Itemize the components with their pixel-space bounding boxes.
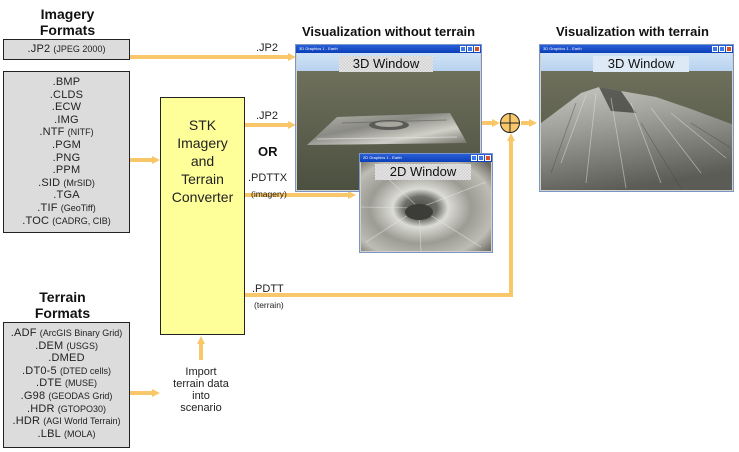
window-titlebar[interactable]: 2D Graphics 1 - Earth [360, 154, 492, 162]
format-item: .IMG [54, 113, 79, 126]
maximize-icon[interactable] [719, 46, 725, 52]
minimize-icon[interactable] [712, 46, 718, 52]
window-3d-with-terrain[interactable]: 3D Graphics 1 - Earth [539, 44, 734, 192]
terrain-formats-box: .ADF (ArcGIS Binary Grid) .DEM (USGS) .D… [3, 322, 130, 448]
label-pdtt: .PDTT [252, 283, 284, 295]
format-item: .G98 (GEODAS Grid) [20, 389, 113, 402]
close-icon[interactable] [485, 155, 491, 161]
format-item: .DT0-5 (DTED cells) [22, 364, 111, 377]
label-import-terrain: Import terrain data into scenario [173, 366, 229, 414]
format-item: .CLDS [49, 88, 84, 101]
format-item: .PGM [52, 138, 81, 151]
title-with-terrain: Visualization with terrain [556, 24, 709, 39]
maximize-icon[interactable] [467, 46, 473, 52]
label-or: OR [258, 144, 278, 159]
terrain-heading-line1: Terrain [39, 289, 86, 305]
terrain-formats-heading: Terrain Formats [0, 289, 125, 321]
close-icon[interactable] [726, 46, 732, 52]
3d-viewport[interactable]: 3D Window [541, 53, 732, 190]
imagery-formats-heading: Imagery Formats [0, 6, 135, 38]
format-item: .TGA [53, 189, 80, 202]
format-item: .HDR (AGI World Terrain) [12, 415, 121, 428]
format-item: .NTF (NITF) [39, 126, 94, 139]
window-titlebar[interactable]: 3D Graphics 1 - Earth [296, 45, 481, 53]
title-without-terrain: Visualization without terrain [302, 24, 476, 39]
format-item: .HDR (GTOPO30) [26, 402, 107, 415]
format-item: .TIF (GeoTiff) [37, 201, 96, 214]
2d-viewport[interactable]: 2D Window [361, 162, 491, 251]
window-title: 3D Graphics 1 - Earth [299, 46, 338, 51]
minimize-icon[interactable] [471, 155, 477, 161]
mountain-terrain [541, 87, 732, 190]
imagery-heading-line2: Formats [39, 22, 96, 38]
format-item: .DTE (MUSE) [36, 377, 97, 390]
window-titlebar[interactable]: 3D Graphics 1 - Earth [540, 45, 733, 53]
format-item: .PPM [52, 164, 81, 177]
format-item: .TOC (CADRG, CIB) [22, 214, 111, 227]
converter-label: STK Imagery and Terrain Converter [171, 117, 234, 205]
maximize-icon[interactable] [478, 155, 484, 161]
label-3d-window: 3D Window [593, 56, 689, 72]
jp2-format-box: .JP2 (JPEG 2000) [3, 39, 130, 60]
3d-viewport[interactable]: 3D Window [297, 53, 480, 190]
flat-terrain-imagery [307, 113, 467, 145]
window-3d-without-terrain[interactable]: 3D Graphics 1 - Earth 3D Win [295, 44, 482, 192]
format-item: .BMP [52, 76, 81, 88]
label-2d-window: 2D Window [375, 164, 471, 180]
window-2d[interactable]: 2D Graphics 1 - Earth [359, 153, 493, 253]
arrow-pdtt-to-combine [245, 133, 515, 297]
window-title: 3D Graphics 1 - Earth [543, 46, 582, 51]
label-pdtt-terrain: (terrain) [254, 300, 284, 310]
label-jp2-direct: .JP2 [256, 42, 279, 54]
format-item: .SID (MrSID) [38, 176, 95, 189]
imagery-heading-line1: Imagery [40, 6, 95, 22]
format-desc: (JPEG 2000) [53, 44, 106, 54]
window-title: 2D Graphics 1 - Earth [363, 155, 402, 160]
format-item: .DMED [48, 352, 85, 365]
label-pdttx: .PDTTX [248, 172, 288, 184]
format-item: .DEM (USGS) [35, 339, 98, 352]
imagery-formats-box: .BMP .CLDS .ECW .IMG .NTF (NITF) .PGM .P… [3, 71, 130, 233]
close-icon[interactable] [474, 46, 480, 52]
label-3d-window: 3D Window [339, 56, 433, 72]
format-item: .LBL (MOLA) [37, 427, 96, 440]
stk-converter-box: STK Imagery and Terrain Converter [160, 97, 245, 335]
format-ext: .JP2 [27, 43, 51, 55]
minimize-icon[interactable] [460, 46, 466, 52]
terrain-heading-line2: Formats [34, 305, 91, 321]
format-item: .ADF (ArcGIS Binary Grid) [10, 327, 123, 339]
label-pdttx-imagery: (imagery) [251, 189, 287, 199]
combine-plus-icon [500, 113, 520, 133]
format-item: .ECW [51, 101, 82, 114]
label-jp2-converted: .JP2 [256, 110, 279, 122]
format-item: .PNG [52, 151, 81, 164]
